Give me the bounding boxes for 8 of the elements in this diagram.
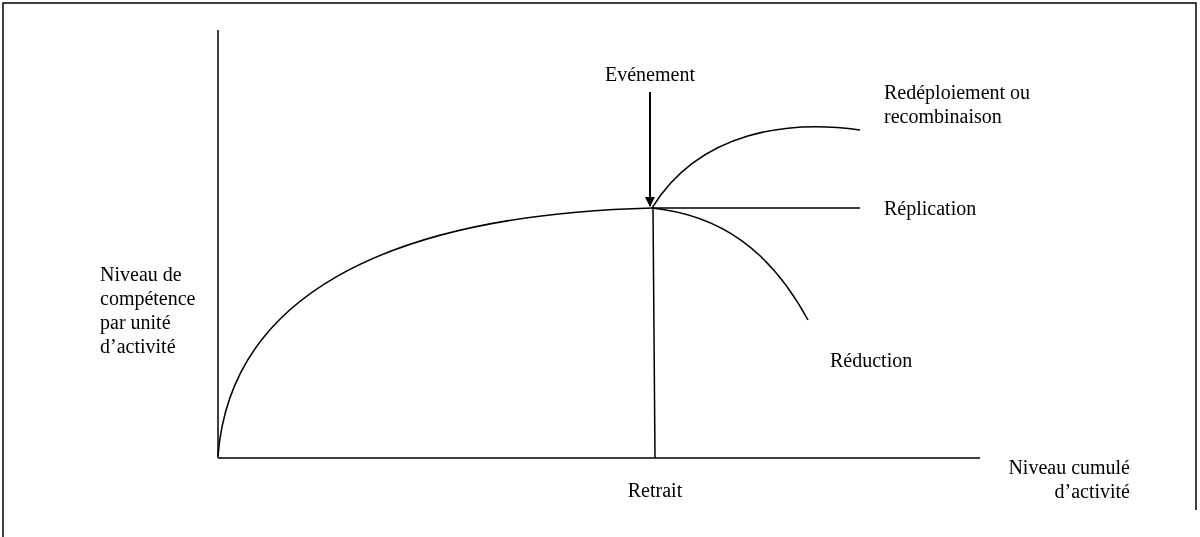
axis-label: Niveau de compétence par unité d’activité xyxy=(100,262,197,358)
axis-mark-label: Retrait xyxy=(626,478,684,502)
axis-label: Niveau cumulé d’activité xyxy=(1007,455,1130,503)
curve-label: Réplication xyxy=(884,196,978,220)
curve-label: Redéploiement ou recombinaison xyxy=(884,80,1032,128)
curve-label: Réduction xyxy=(830,348,914,372)
arrow xyxy=(645,91,655,207)
event-label: Evénement xyxy=(590,62,710,86)
